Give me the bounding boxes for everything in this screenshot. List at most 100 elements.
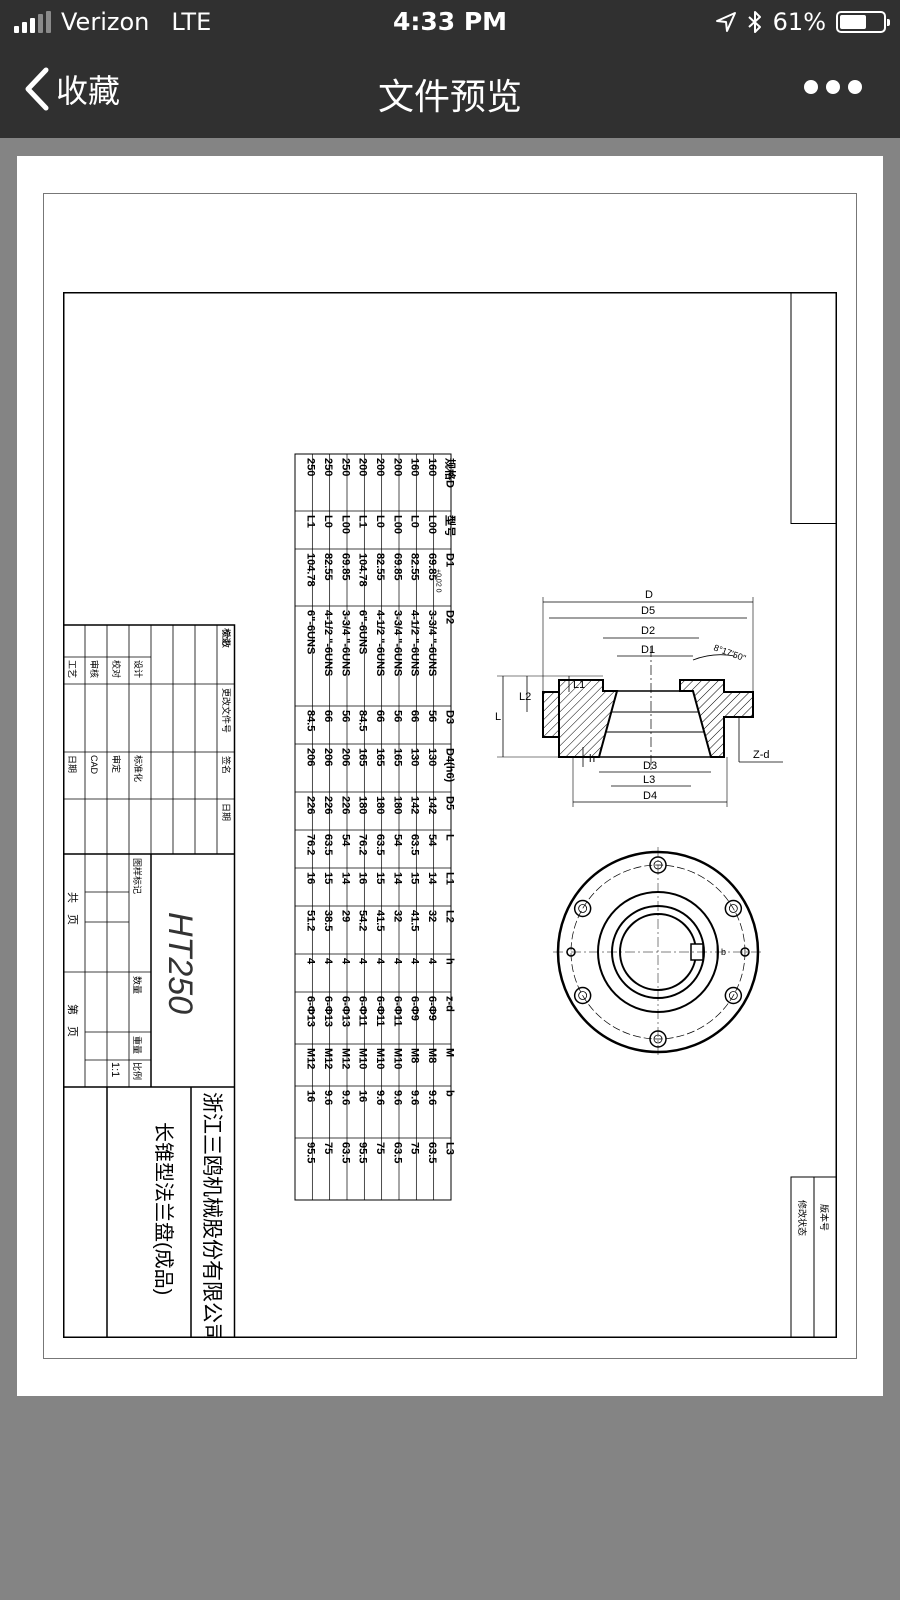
bluetooth-icon bbox=[747, 11, 761, 33]
spec-header-cell: L1 bbox=[443, 872, 455, 885]
spec-table-cell: 104.78 bbox=[357, 553, 369, 587]
spec-table-cell: 32 bbox=[426, 910, 438, 922]
plan-b-label: b bbox=[721, 947, 726, 957]
spec-table-cell: 6-Φ11 bbox=[391, 996, 403, 1026]
spec-table-cell: 180 bbox=[357, 796, 369, 814]
spec-header-cell: D4(h6) bbox=[443, 748, 455, 783]
location-arrow-icon bbox=[715, 12, 736, 32]
weight-label: 重量 bbox=[132, 1036, 143, 1054]
more-dot-icon bbox=[826, 80, 840, 94]
spec-table-cell: 54.2 bbox=[357, 910, 369, 931]
spec-table-cell: 6-Φ9 bbox=[409, 996, 421, 1021]
page-border bbox=[43, 193, 857, 1359]
signoff-label: 校对 bbox=[111, 660, 122, 678]
spec-table-cell: 4-1/2 "-6UNS bbox=[374, 610, 386, 676]
revision-block: 版本号 修改状态 bbox=[790, 292, 837, 1338]
spec-table-cell: L1 bbox=[305, 515, 317, 528]
spec-table-cell: 165 bbox=[357, 748, 369, 766]
bolt-hole bbox=[649, 1030, 667, 1048]
signoff-label: 设计 bbox=[133, 660, 144, 678]
spec-table-cell: 4 bbox=[409, 958, 421, 965]
bolt-hole bbox=[724, 899, 743, 918]
dim-L3: L3 bbox=[643, 774, 655, 786]
flange-right-wall bbox=[679, 679, 754, 758]
spec-table-cell: 66 bbox=[374, 710, 386, 722]
spec-table-cell: 82.55 bbox=[409, 553, 421, 581]
change-status-label: 修改状态 bbox=[797, 1200, 808, 1236]
spec-table-cell: 104.78 bbox=[305, 553, 317, 587]
spec-table-cell: M12 bbox=[322, 1048, 334, 1069]
back-button[interactable]: 收藏 bbox=[24, 66, 120, 112]
spec-table-cell: L00 bbox=[391, 515, 403, 534]
spec-table-cell: 9.6 bbox=[426, 1090, 438, 1105]
spec-table-cell: L0 bbox=[409, 515, 421, 528]
dim-D1: D1 bbox=[641, 644, 655, 656]
spec-table-cell: 84.5 bbox=[305, 710, 317, 731]
material: HT250 bbox=[161, 912, 199, 1014]
spec-table-cell: 160 bbox=[409, 458, 421, 476]
spec-table-cell: M12 bbox=[339, 1048, 351, 1069]
spec-table-cell: 250 bbox=[339, 458, 351, 476]
spec-table-cell: 69.85 bbox=[426, 553, 438, 581]
spec-table-cell: 4 bbox=[426, 958, 438, 965]
spec-table-cell: 15 bbox=[322, 872, 334, 884]
spec-table-cell: 160 bbox=[426, 458, 438, 476]
dim-D2: D2 bbox=[641, 625, 655, 637]
rev-header-cell: 更改文件号 bbox=[221, 688, 232, 733]
spec-table-cell: 6-Φ9 bbox=[426, 996, 438, 1021]
spec-table-cell: M10 bbox=[357, 1048, 369, 1069]
spec-table-cell: 6"-6UNS bbox=[305, 610, 317, 654]
spec-table-cell: 4 bbox=[305, 958, 317, 965]
spec-table-cell: M8 bbox=[426, 1048, 438, 1063]
signoff-label: 标准化 bbox=[133, 755, 144, 782]
dim-L1: L1 bbox=[573, 679, 585, 691]
spec-table-cell: L00 bbox=[426, 515, 438, 534]
spec-table-cell: 16 bbox=[357, 872, 369, 884]
spec-table-cell: M10 bbox=[374, 1048, 386, 1069]
spec-table-cell: 9.6 bbox=[339, 1090, 351, 1105]
rev-header-cell: 处数 bbox=[221, 630, 232, 648]
spec-table-cell: 63.5 bbox=[322, 834, 334, 855]
spec-table-cell: 84.5 bbox=[357, 710, 369, 731]
title-block bbox=[63, 624, 236, 1338]
dim-L: L bbox=[495, 711, 501, 723]
more-dot-icon bbox=[848, 80, 862, 94]
bolt-hole bbox=[724, 986, 743, 1005]
spec-header-cell: L bbox=[443, 834, 455, 841]
spec-table-cell: 75 bbox=[322, 1142, 334, 1154]
spec-table-cell: 180 bbox=[391, 796, 403, 814]
spec-table-cell: 3-3/4 "-6UNS bbox=[339, 610, 351, 676]
part-name: 长锥型法兰盘(成品) bbox=[152, 1122, 175, 1295]
spec-table-cell: 250 bbox=[322, 458, 334, 476]
bolt-hole-inner bbox=[578, 991, 588, 1000]
spec-table-border bbox=[294, 453, 452, 1201]
spec-table-cell: 16 bbox=[305, 872, 317, 884]
spec-table-cell: 3-3/4 "-6UNS bbox=[426, 610, 438, 676]
bolt-hole-inner bbox=[728, 904, 738, 913]
spec-table-cell: 6-Φ11 bbox=[357, 996, 369, 1026]
spec-table-cell: 41.5 bbox=[374, 910, 386, 931]
spec-header-cell: D3 bbox=[443, 710, 455, 724]
technical-drawing: 版本号 修改状态 规格D型号D1D2D3D4(h6)D5LL1L2hz-dMbL… bbox=[63, 292, 837, 1338]
flange-left-wall bbox=[558, 679, 619, 758]
spec-table-cell: 4 bbox=[374, 958, 386, 965]
status-time: 4:33 PM bbox=[392, 7, 508, 36]
spec-table-cell: 75 bbox=[374, 1142, 386, 1154]
dim-h: h bbox=[589, 753, 595, 765]
spec-table-cell: 54 bbox=[339, 834, 351, 847]
spec-table-cell: 165 bbox=[374, 748, 386, 766]
spec-table-cell: 206 bbox=[339, 748, 351, 766]
more-options-button[interactable] bbox=[804, 80, 862, 94]
spec-table-cell: 56 bbox=[391, 710, 403, 722]
spec-table-cell: 226 bbox=[339, 796, 351, 814]
spec-table-cell: 82.55 bbox=[374, 553, 386, 581]
spec-table-cell: 9.6 bbox=[322, 1090, 334, 1105]
spec-table-cell: 51.2 bbox=[305, 910, 317, 931]
spec-table-cell: 200 bbox=[391, 458, 403, 476]
spec-table-cell: 38.5 bbox=[322, 910, 334, 931]
status-right: 61% bbox=[715, 8, 890, 36]
dim-D: D bbox=[645, 589, 653, 601]
spec-table-cell: 9.6 bbox=[374, 1090, 386, 1105]
spec-table-cell: 250 bbox=[305, 458, 317, 476]
